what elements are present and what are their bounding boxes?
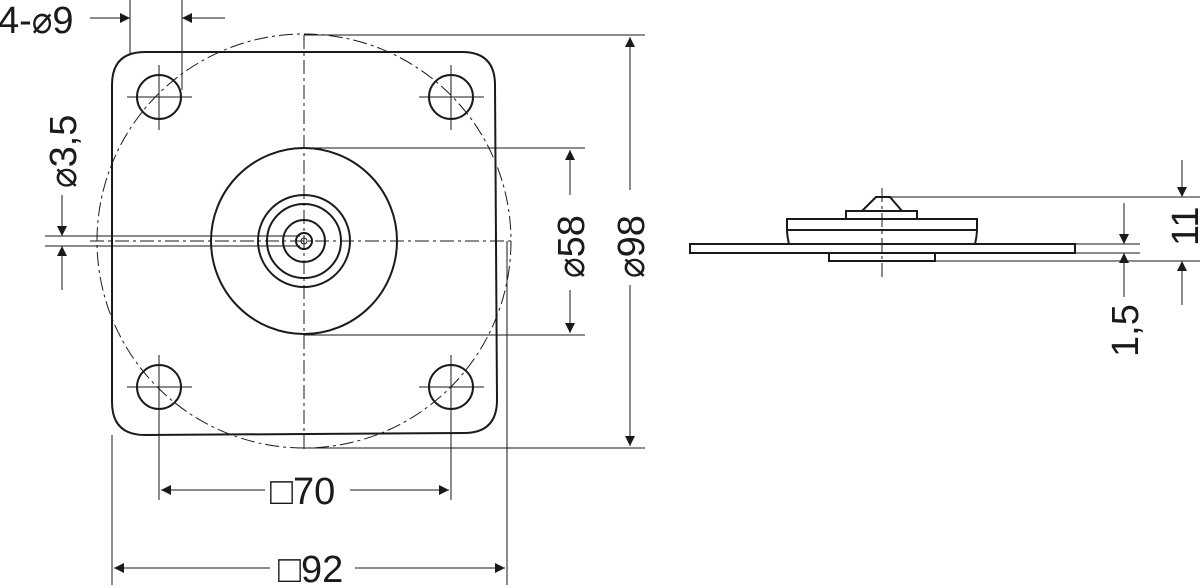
bottom-plate [828,252,936,262]
plate-outline [111,51,499,437]
mounting-holes [127,65,484,420]
circle-diameter-label: ⌀98 [611,215,653,278]
thickness-label: 1,5 [1105,304,1147,357]
plate-size-label: □92 [278,549,343,588]
side-view: 11 1,5 [689,160,1200,357]
holes-label: 4-⌀9 [0,0,74,42]
pin-diameter-label: ⌀3,5 [43,115,85,188]
height-label: 11 [1165,207,1200,246]
top-view: 4-⌀9 ⌀3,5 ⌀58 ⌀98 □70 □92 [0,0,653,588]
hub-diameter-label: ⌀58 [551,215,593,278]
hole-pitch-label: □70 [270,471,335,513]
hub [210,147,398,335]
